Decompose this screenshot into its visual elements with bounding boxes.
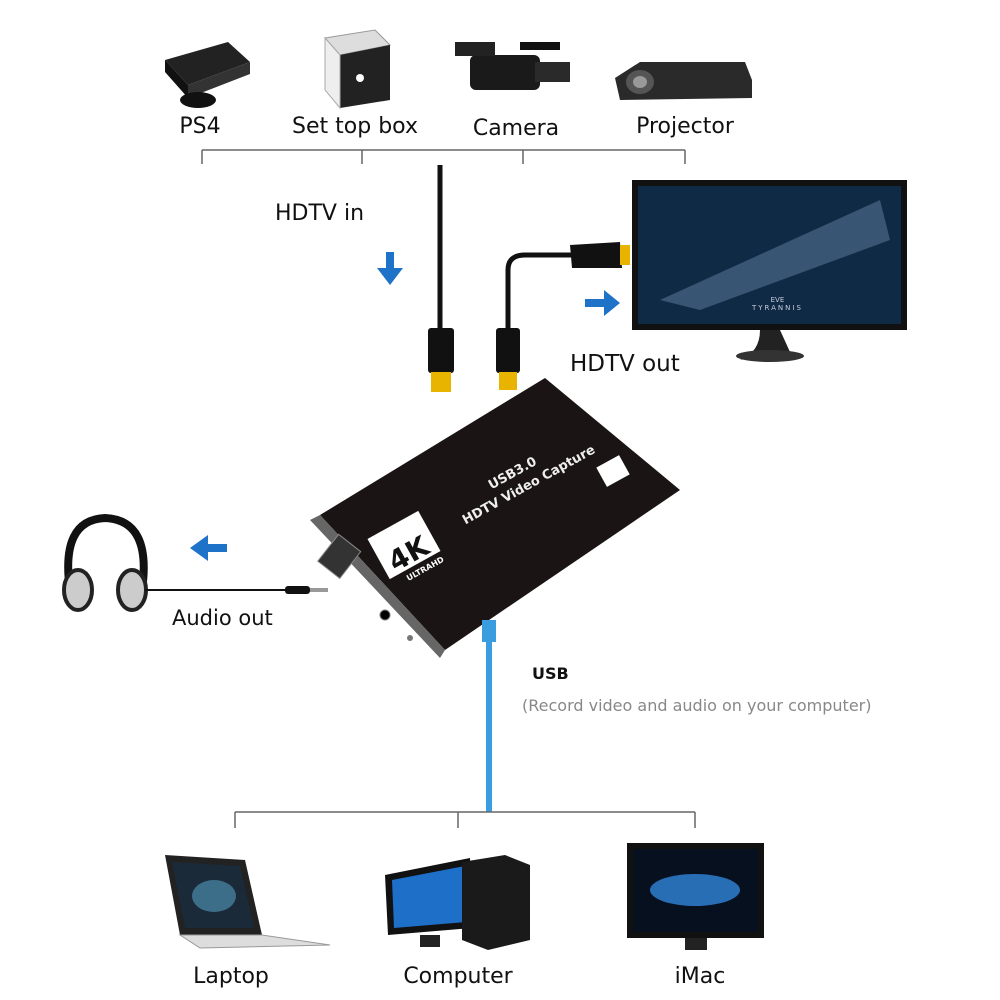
hdmi-input-cable [428,165,454,392]
hdtv-out-label: HDTV out [570,351,680,377]
source-label-projector: Projector [636,114,734,139]
arrow-down-icon [377,252,403,285]
tv-screen-line2: TYRANNIS [752,304,803,312]
source-label-camera: Camera [472,116,560,141]
tv-screen-text: EVE TYRANNIS [752,296,803,312]
usb-cable [482,620,496,812]
hdtv-in-label: HDTV in [275,201,365,226]
tv-monitor-icon [632,180,907,362]
audio-out-label: Audio out [172,606,273,630]
top-bracket [201,149,686,164]
imac-icon [627,843,764,950]
arrow-right-icon [585,290,620,316]
usb-description: (Record video and audio on your computer… [522,696,872,715]
output-label-laptop: Laptop [193,964,269,989]
projector-icon [615,62,752,100]
desktop-computer-icon [385,855,530,950]
capture-device [310,378,680,658]
laptop-icon [165,855,331,949]
set-top-box-icon [324,29,392,110]
output-label-computer: Computer [403,964,513,989]
usb-label: USB [532,664,569,683]
arrow-left-icon [190,535,227,561]
hdmi-output-cable [496,242,630,390]
tv-screen-line1: EVE [770,296,785,304]
headphones-icon [62,513,328,612]
video-camera-icon [455,42,570,90]
game-console-icon [165,42,250,108]
bottom-bracket [234,811,696,828]
source-label-set-top-box: Set top box [292,114,418,139]
source-label-ps4: PS4 [179,114,221,139]
output-label-imac: iMac [674,964,726,989]
